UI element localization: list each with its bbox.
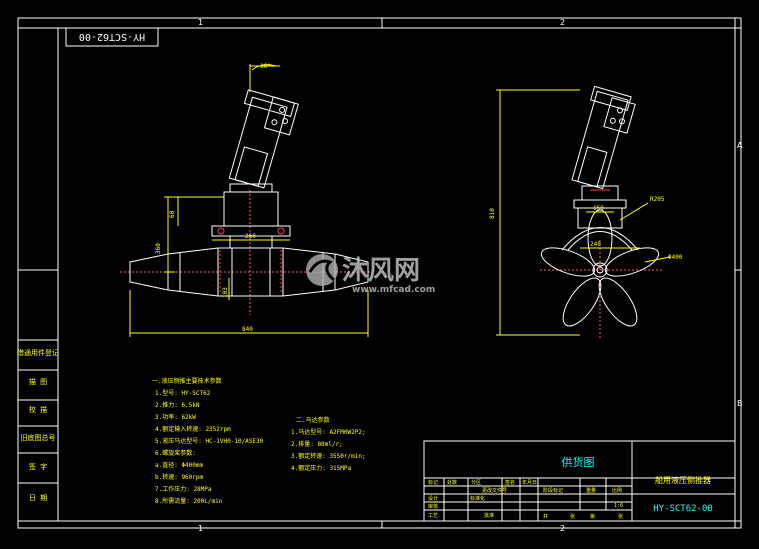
tech-notes-right: 二.马达参数 1.马达型号: A2FM0W2P2; 2.排量: 80ml/r; … <box>291 416 366 472</box>
side-label-4: 签 字 <box>29 462 47 471</box>
tb-header-2: 分区 <box>471 479 481 486</box>
zone-number-bottom-2: 2 <box>560 524 565 533</box>
side-label-5: 日 期 <box>29 494 47 502</box>
side-label-column: 借通用件登记 描 图 校 描 旧底图总号 签 字 日 期 <box>17 339 59 522</box>
notes-left-line-2: 3.功率: 62kW <box>155 413 196 421</box>
title-block: 供货图 船用液压侧推器 HY-SCT62-00 标记 处数 分区 更改文件号 签… <box>423 440 736 522</box>
tb-header-1: 处数 <box>447 479 457 486</box>
notes-right-line-1: 2.排量: 80ml/r; <box>291 440 343 448</box>
notes-left-line-9: 8.所需流量: 200L/min <box>155 497 223 505</box>
tb-role-0: 设计 <box>428 495 438 502</box>
tb-sheet-2: 第 <box>590 513 595 520</box>
side-label-1: 描 图 <box>29 377 47 386</box>
drawing-code-tag: HY-SCT62-00 <box>65 27 159 47</box>
dim-360: 360 <box>155 243 162 254</box>
tb-scale-value: 1:6 <box>614 503 623 509</box>
zone-letter-a: A <box>737 141 743 150</box>
tb-scale-label: 比例 <box>612 487 622 494</box>
tb-role-2: 审核 <box>428 503 438 510</box>
notes-left-line-1: 2.推力: 6.5kN <box>155 401 200 409</box>
dim-150: 150 <box>593 205 604 212</box>
notes-left-line-3: 4.额定输入转速: 2352rpm <box>155 425 231 433</box>
drawing-type: 供货图 <box>562 455 595 469</box>
dim-260: 260 <box>245 233 256 240</box>
notes-right-line-2: 3.额定转速: 3550r/min; <box>291 452 366 460</box>
tb-sheet-3: 张 <box>618 513 623 520</box>
watermark-brand: 沐风网 <box>342 256 420 286</box>
tb-header-3: 更改文件号 <box>482 487 507 494</box>
notes-right-title: 二.马达参数 <box>296 416 330 424</box>
notes-left-line-5: 6.螺旋桨参数: <box>155 449 196 457</box>
tb-sheet-1: 张 <box>570 513 575 520</box>
dim-angle: 16° <box>260 63 271 70</box>
tb-role-1: 标准化 <box>470 495 485 502</box>
dim-240: 240 <box>590 241 601 248</box>
side-label-2: 校 描 <box>29 405 47 414</box>
dim-r205: R205 <box>650 196 665 203</box>
drawing-code-text: HY-SCT62-00 <box>79 31 145 42</box>
zone-number-bottom-1: 1 <box>198 524 203 533</box>
notes-left-line-6: a.直径: Φ400mm <box>155 461 204 469</box>
dim-103: 103 <box>222 287 229 298</box>
zone-letter-b: B <box>737 399 743 408</box>
side-view: 810 150 R205 240 Φ400 <box>489 85 683 340</box>
tb-role-4: 批准 <box>484 512 494 519</box>
tb-header-4: 签名 <box>505 479 515 486</box>
side-label-3: 旧底图总号 <box>21 433 56 442</box>
notes-left-line-0: 1.型号: HY-SCT62 <box>155 389 211 397</box>
product-name: 船用液压侧推器 <box>655 475 711 485</box>
notes-right-line-3: 4.额定压力: 315MPa <box>291 464 352 472</box>
notes-right-line-0: 1.马达型号: A2FM0W2P2; <box>291 428 366 436</box>
notes-left-line-4: 5.液压马达型号: HC-1VH0-10/ASE30 <box>155 437 264 445</box>
watermark-url: www.mfcad.com <box>352 285 435 295</box>
drawing-number: HY-SCT62-00 <box>653 504 713 514</box>
zone-number-top-2: 2 <box>560 18 565 27</box>
zone-number-top-1: 1 <box>198 18 203 27</box>
tech-notes-left: 一.液压侧推主要技术参数 1.型号: HY-SCT62 2.推力: 6.5kN … <box>152 377 264 505</box>
tb-header-5: 年月日 <box>522 479 537 486</box>
front-view: 16° 60 360 103 260 840 <box>120 63 372 337</box>
tb-weight-label: 重量 <box>586 487 596 494</box>
notes-left-line-8: 7.工作压力: 28MPa <box>155 485 212 493</box>
dim-60: 60 <box>169 210 176 218</box>
notes-left-title: 一.液压侧推主要技术参数 <box>152 377 222 385</box>
dim-phi400: Φ400 <box>668 254 683 261</box>
tb-header-0: 标记 <box>428 479 438 486</box>
tb-role-3: 工艺 <box>428 513 438 519</box>
notes-left-line-7: b.转速: 960rpm <box>155 473 204 481</box>
dim-810: 810 <box>489 208 496 219</box>
tb-stage-label: 阶段标记 <box>543 487 563 494</box>
side-label-0: 借通用件登记 <box>17 348 59 357</box>
dim-840: 840 <box>242 326 253 333</box>
watermark: 沐风网 www.mfcad.com <box>306 254 435 295</box>
tb-sheet-0: 共 <box>543 513 548 520</box>
